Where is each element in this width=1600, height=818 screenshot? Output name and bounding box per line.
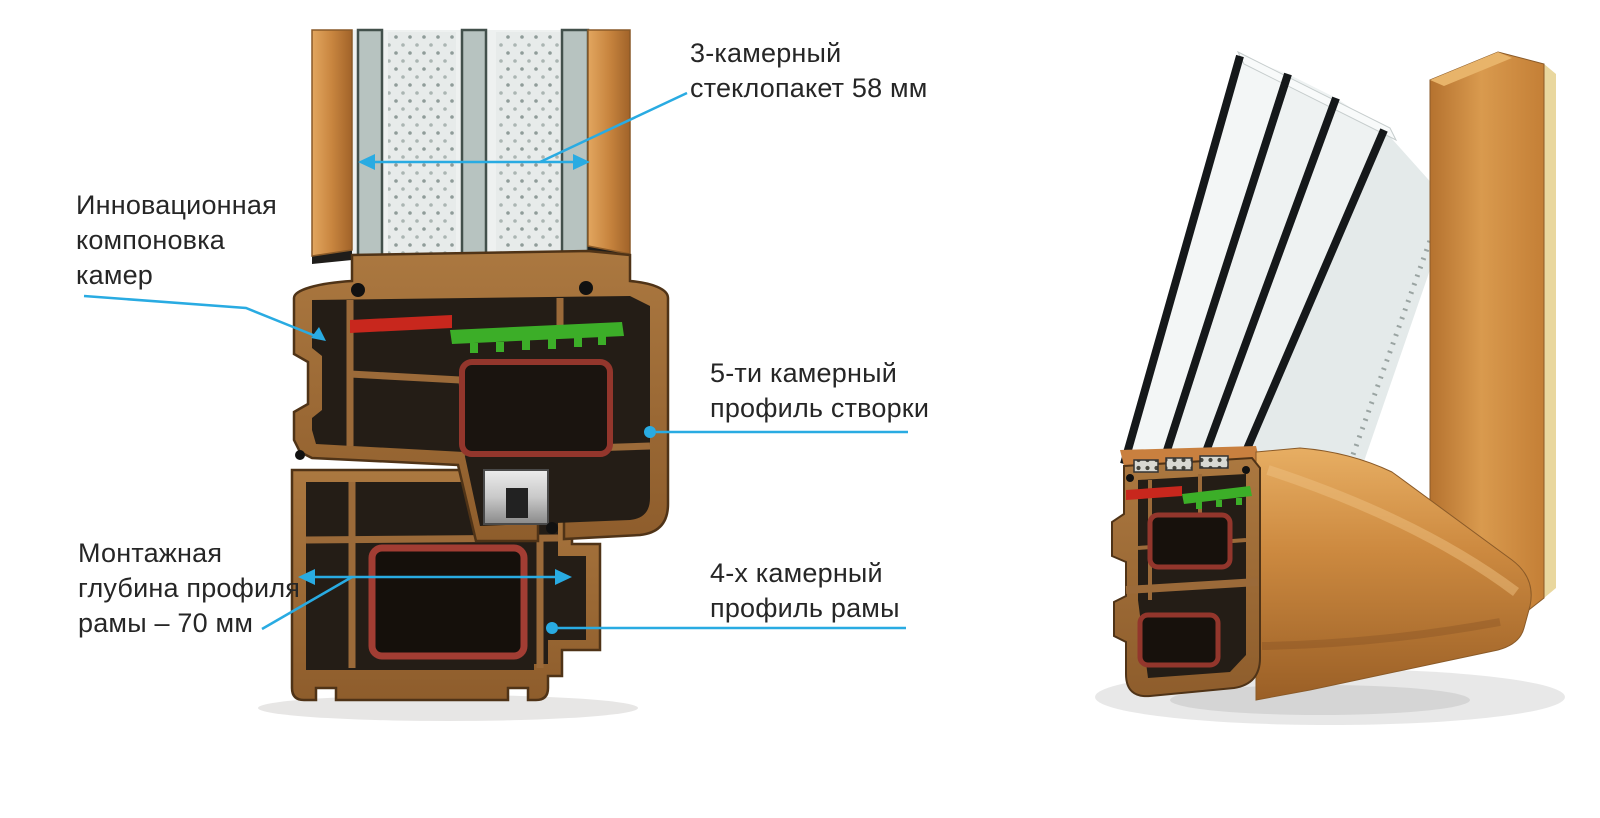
callout-markers bbox=[298, 154, 656, 634]
glazing-bead-right bbox=[587, 29, 631, 255]
rubber-seals bbox=[295, 281, 593, 534]
label-glazing: 3-камерный стеклопакет 58 мм bbox=[690, 38, 928, 103]
frame-reinforcement bbox=[368, 544, 528, 660]
triple-glazing-unit bbox=[311, 28, 631, 301]
render-spacer-bars bbox=[1133, 455, 1229, 473]
sash-reinforcement bbox=[459, 359, 613, 457]
corner-3d-render bbox=[1095, 50, 1565, 725]
cross-section-diagram bbox=[258, 28, 670, 721]
sash-profile bbox=[292, 249, 670, 543]
callout-lines bbox=[83, 91, 908, 631]
label-depth: Монтажная глубина профиля рамы – 70 мм bbox=[78, 538, 301, 638]
label-chambers: Инновационная компоновка камер bbox=[76, 190, 277, 290]
label-sash: 5-ти камерный профиль створки bbox=[710, 358, 930, 423]
label-frame: 4-х камерный профиль рамы bbox=[710, 558, 900, 623]
red-gasket bbox=[350, 315, 452, 333]
render-cut-face bbox=[1111, 455, 1261, 698]
callout-depth bbox=[261, 575, 558, 631]
render-glass-panes bbox=[1120, 50, 1452, 560]
left-shadow bbox=[258, 695, 638, 721]
green-gasket bbox=[450, 322, 624, 353]
callout-glazing bbox=[372, 91, 688, 164]
glazing-bead-left bbox=[311, 29, 353, 257]
render-frame-board bbox=[1429, 51, 1556, 629]
callout-chambers bbox=[83, 294, 319, 339]
